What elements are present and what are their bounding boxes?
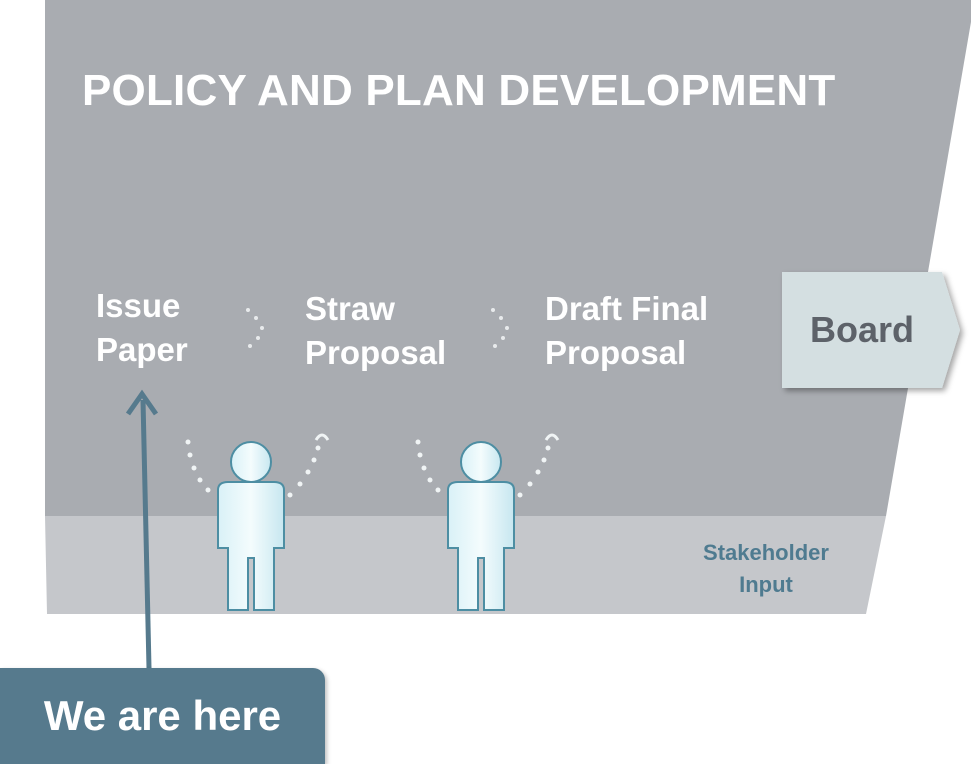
board-label: Board — [809, 309, 914, 350]
stakeholder-figure-icon — [415, 433, 560, 611]
stakeholder-label-line2: Input — [739, 572, 793, 597]
stage-label-line1: Issue — [96, 287, 181, 324]
up-arrow-icon — [125, 389, 159, 669]
stage-label-line2: Proposal — [545, 334, 687, 371]
stage-connector-2 — [491, 308, 509, 348]
we-are-here-marker: We are here — [0, 668, 325, 764]
stakeholder-input-label: Stakeholder Input — [668, 537, 864, 601]
stage-draft-final-proposal: Draft Final Proposal — [545, 287, 708, 375]
board-arrow-box — [782, 272, 960, 388]
stage-issue-paper: Issue Paper — [96, 284, 188, 372]
we-are-here-label: We are here — [43, 692, 282, 739]
diagram-title: POLICY AND PLAN DEVELOPMENT — [82, 66, 836, 115]
stage-connector-1 — [246, 308, 264, 348]
stage-label-line1: Straw — [305, 290, 395, 327]
stakeholder-figure-icon — [185, 433, 330, 611]
stage-label-line2: Paper — [96, 331, 188, 368]
stage-label-line2: Proposal — [305, 334, 447, 371]
stage-label-line1: Draft Final — [545, 290, 709, 327]
process-band — [45, 0, 971, 516]
stage-straw-proposal: Straw Proposal — [305, 287, 446, 375]
stakeholder-label-line1: Stakeholder — [703, 540, 829, 565]
